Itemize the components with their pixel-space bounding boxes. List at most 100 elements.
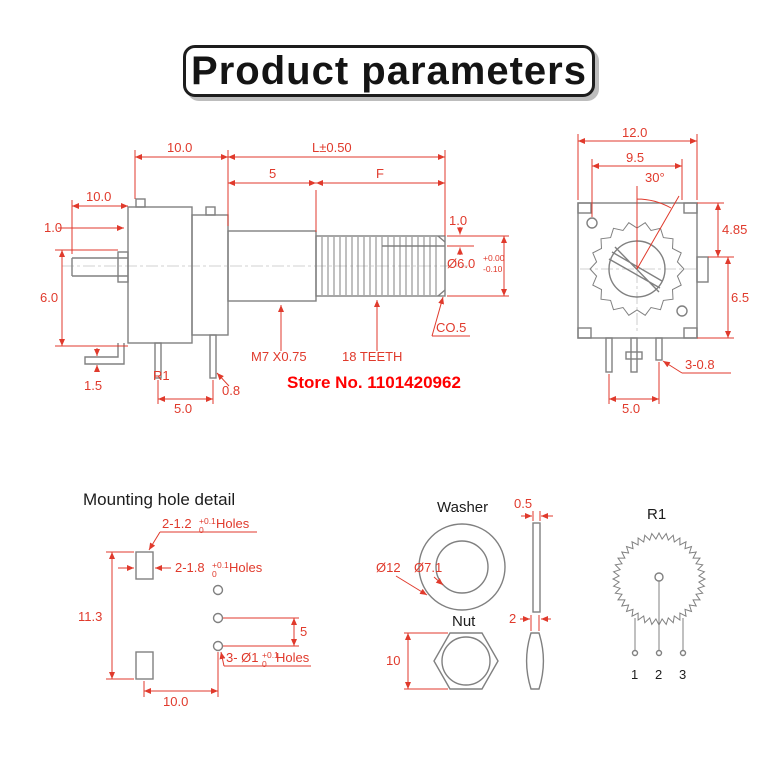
leader-line bbox=[431, 296, 444, 337]
terminal-3-label: 3 bbox=[679, 667, 686, 682]
dim-shaft-length: L±0.50 bbox=[228, 140, 446, 236]
slot2-callout: 2-1.8 +0.1 0 Holes bbox=[118, 560, 263, 579]
dim-slot-angle: 30° bbox=[636, 170, 680, 270]
extension-lines bbox=[577, 134, 698, 200]
dim-mounting-height: 11.3 bbox=[78, 551, 134, 680]
extension-lines bbox=[223, 617, 299, 647]
dim-mounting-width: 10.0 bbox=[143, 652, 219, 709]
front-pin-middle bbox=[630, 337, 638, 373]
mount-hole-bottom-right bbox=[676, 305, 688, 317]
dimension-label: F bbox=[376, 166, 384, 181]
dimension-label: 30° bbox=[645, 170, 665, 185]
extension-lines bbox=[404, 632, 448, 690]
dimension-label: L±0.50 bbox=[312, 140, 352, 155]
pin-a bbox=[154, 342, 162, 379]
dim-top-to-tab: 4.85 bbox=[697, 202, 747, 258]
dim-flat-depth: 1.0 bbox=[447, 213, 474, 255]
label-prefix: 2-1.8 bbox=[175, 560, 205, 575]
leader-line bbox=[148, 531, 161, 551]
nut-bore-circle bbox=[441, 636, 491, 686]
dimension-label: 0.8 bbox=[222, 383, 240, 398]
angle-lines bbox=[636, 186, 680, 270]
dimension-label: Ø12 bbox=[376, 560, 401, 575]
dimension-label: 0.5 bbox=[514, 496, 532, 511]
dim-side-body-width: 10.0 bbox=[134, 140, 229, 226]
slot-bottom bbox=[135, 651, 154, 680]
nut-hexagon bbox=[433, 632, 499, 690]
dim-nut-height: 10 bbox=[386, 632, 448, 690]
knurled-shaft bbox=[315, 235, 446, 297]
thread-callout: M7 X0.75 bbox=[251, 305, 307, 364]
washer-drawing: Washer Ø12 Ø7.1 0.5 bbox=[376, 496, 553, 613]
front-centerlines bbox=[580, 208, 696, 332]
leader-line bbox=[395, 575, 428, 596]
dimension-label: Ø7.1 bbox=[414, 560, 442, 575]
holes-callout: 3- Ø1 +0.1 0 Holes bbox=[219, 650, 311, 669]
nut-label: Nut bbox=[452, 613, 476, 630]
dim-front-body-width: 12.0 bbox=[577, 125, 698, 200]
tolerance-upper: +0.1 bbox=[199, 516, 216, 526]
side-view: 10.0 L±0.50 5 F 10.0 bbox=[40, 140, 509, 416]
dimension-label: 9.5 bbox=[626, 150, 644, 165]
dimension-label: 10.0 bbox=[163, 694, 188, 709]
mount-hole-top-left bbox=[586, 217, 598, 229]
knurl-teeth-lines bbox=[321, 237, 437, 295]
title-banner: Product parameters bbox=[183, 45, 595, 97]
wiper-hub bbox=[654, 572, 664, 582]
page-title: Product parameters bbox=[191, 48, 587, 93]
extension-lines bbox=[143, 652, 219, 697]
terminal-1-label: 1 bbox=[631, 667, 638, 682]
terminal-dot-3 bbox=[679, 649, 687, 657]
dim-knurl-length: F bbox=[316, 166, 445, 186]
screw-slot bbox=[608, 246, 663, 293]
terminal-dot-1 bbox=[631, 649, 639, 657]
dimension-label: 12.0 bbox=[622, 125, 647, 140]
extension-lines bbox=[447, 235, 509, 297]
dimension-label: 2 bbox=[509, 611, 516, 626]
pot-body bbox=[127, 206, 193, 344]
tolerance-upper: +0.1 bbox=[262, 650, 279, 660]
bent-lug bbox=[84, 343, 125, 365]
dimension-label: 5.0 bbox=[174, 401, 192, 416]
dim-tab: 1.0 bbox=[44, 220, 124, 235]
dim-pin-offset: 1.5 bbox=[84, 348, 102, 393]
label-suffix: Holes bbox=[216, 516, 250, 531]
rear-shaft bbox=[71, 257, 128, 277]
hole-1 bbox=[212, 584, 224, 596]
front-view: 12.0 9.5 30° 4.85 6.5 bbox=[577, 125, 749, 416]
body-tab-left bbox=[135, 198, 146, 208]
dim-shaft-diameter: Ø6.0 +0.00 -0.10 bbox=[447, 235, 509, 297]
terminal-dot-2 bbox=[655, 649, 663, 657]
leader-line bbox=[216, 372, 230, 387]
hole-3 bbox=[212, 640, 224, 652]
dimension-label: 1.0 bbox=[44, 220, 62, 235]
dim-front-pins: 3-0.8 bbox=[662, 357, 731, 374]
dim-tab-to-bottom: 6.5 bbox=[697, 257, 749, 339]
mounting-hole-detail: Mounting hole detail 2-1.2 +0.1 0 Holes … bbox=[78, 490, 311, 709]
front-pin-middle-foot bbox=[625, 351, 643, 360]
washer-side-profile bbox=[532, 522, 541, 613]
label-prefix: 3- Ø1 bbox=[226, 650, 259, 665]
chamfer-callout: CO.5 bbox=[431, 296, 470, 337]
label-suffix: Holes bbox=[276, 650, 310, 665]
store-number: Store No. 1101420962 bbox=[287, 373, 461, 392]
tolerance-lower: -0.10 bbox=[483, 264, 503, 274]
dim-hole-pitch: 5 bbox=[223, 617, 307, 647]
dimension-label: 4.85 bbox=[722, 222, 747, 237]
washer-inner-circle bbox=[435, 540, 489, 594]
extension-lines bbox=[530, 615, 540, 631]
terminal-legs bbox=[634, 581, 684, 650]
teeth-label: 18 TEETH bbox=[342, 349, 402, 364]
tolerance-upper: +0.1 bbox=[212, 560, 229, 570]
corner-notch-tl bbox=[577, 202, 592, 214]
resistive-track-ring bbox=[611, 531, 707, 627]
dimension-label: 1.0 bbox=[449, 213, 467, 228]
dim-pin-width: 0.8 bbox=[216, 372, 240, 398]
dimension-label: 5 bbox=[300, 624, 307, 639]
shaft-chamfer bbox=[437, 235, 446, 297]
extension-lines bbox=[532, 511, 541, 521]
tolerance-lower: 0 bbox=[212, 569, 217, 579]
extension-lines bbox=[106, 551, 134, 680]
nut-side-profile bbox=[525, 632, 545, 690]
